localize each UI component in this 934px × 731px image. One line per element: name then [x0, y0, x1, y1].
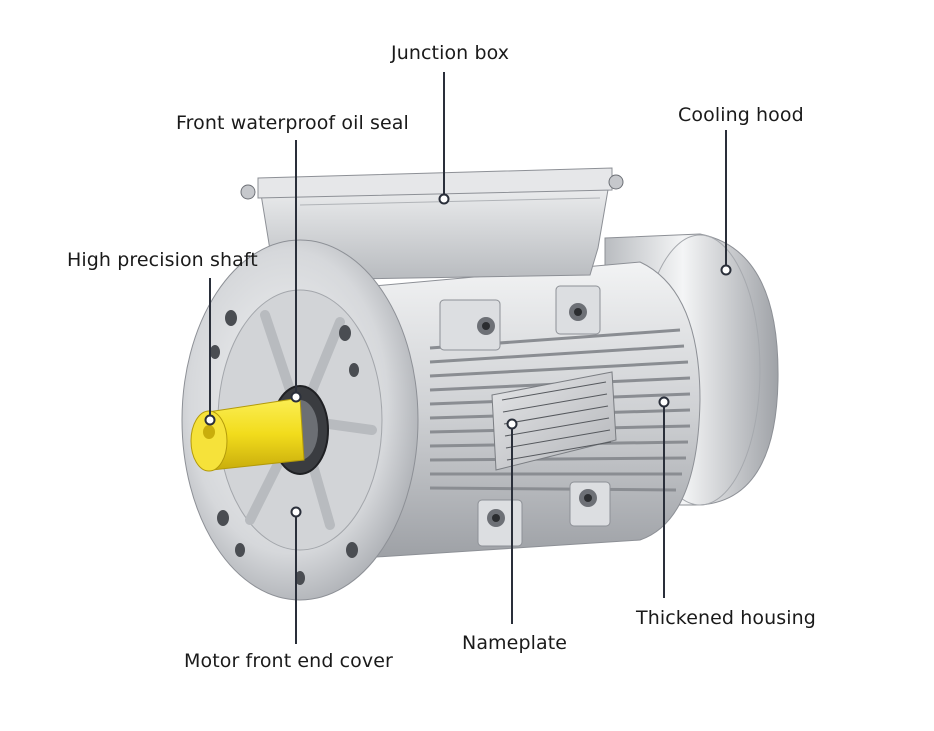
- label-cooling-hood: Cooling hood: [678, 104, 804, 126]
- yellow-shaft: [190, 397, 305, 472]
- motor-housing: [329, 261, 701, 561]
- callout-lines: [209, 72, 727, 644]
- label-nameplate: Nameplate: [462, 632, 568, 654]
- mounting-foot-top: [439, 285, 601, 351]
- nameplate-plate: [491, 371, 617, 471]
- flange-bolt-holes: [210, 310, 359, 585]
- junction-box: [240, 167, 624, 281]
- label-front-oil-seal: Front waterproof oil seal: [176, 112, 409, 134]
- label-shaft: High precision shaft: [67, 249, 258, 271]
- label-thickened-housing: Thickened housing: [636, 607, 816, 629]
- label-junction-box: Junction box: [391, 42, 510, 64]
- callout-dots: [204, 193, 732, 518]
- label-front-end-cover: Motor front end cover: [184, 650, 393, 672]
